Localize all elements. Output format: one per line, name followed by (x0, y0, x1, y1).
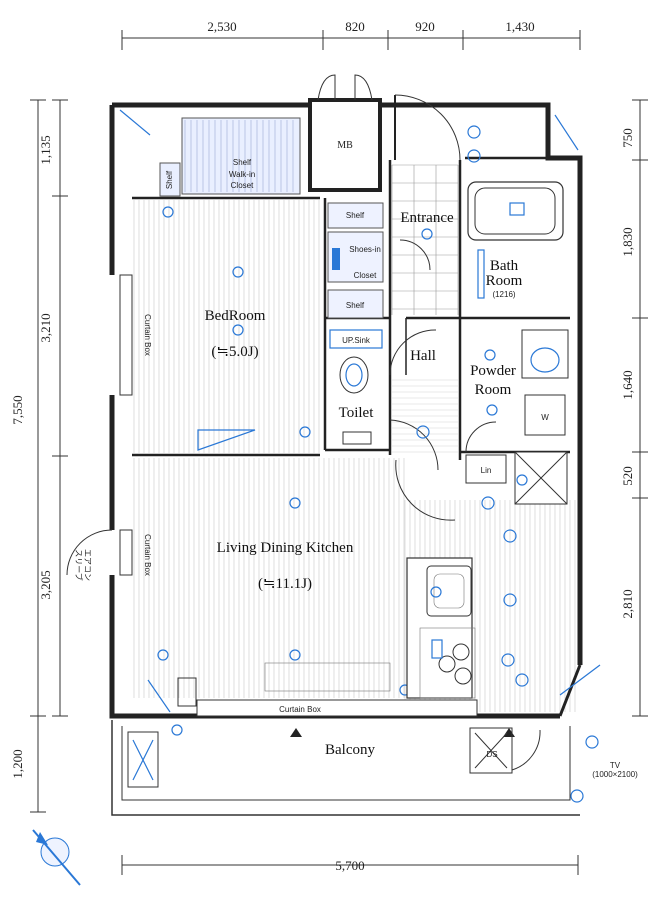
dim-right-1: 750 (620, 128, 635, 148)
dim-right-2: 1,830 (620, 227, 635, 256)
shelf-label-4: Shelf (346, 301, 365, 310)
ldk-size: (≒11.1J) (258, 576, 312, 592)
aircon-note: エアコンスリーブ (74, 549, 92, 581)
dim-left-2: 3,210 (38, 313, 53, 342)
hall: Hall (389, 318, 456, 521)
dim-right-3: 1,640 (620, 370, 635, 399)
outlet-note: TV(1000×2100) (592, 761, 638, 779)
ds-label: DS (486, 750, 497, 759)
dim-top-1: 2,530 (207, 19, 236, 34)
powder-label-1: Powder (470, 363, 516, 379)
dim-top-2: 820 (345, 19, 365, 34)
dim-left-balcony: 1,200 (10, 749, 25, 778)
up-sink-label: UP.Sink (342, 336, 371, 345)
walk-in-closet: Shelf Walk-in Closet Shelf (159, 117, 301, 197)
toilet-label: Toilet (339, 405, 375, 421)
mb-label: MB (337, 140, 353, 151)
curtain-box-bottom-label: Curtain Box (279, 705, 321, 714)
lin-label: Lin (481, 466, 492, 475)
living-dining-kitchen: Living Dining Kitchen (≒11.1J) Curtain B… (66, 496, 529, 707)
bedroom-label: BedRoom (205, 308, 266, 324)
ds-shaft (514, 451, 568, 505)
balcony-label: Balcony (325, 742, 375, 758)
curtain-box-left-2: Curtain Box (143, 534, 152, 576)
bath-label-1: Bath (490, 258, 519, 274)
dim-bottom: 5,700 (335, 858, 364, 873)
bath-label-2: Room (486, 273, 523, 289)
washer-label: W (541, 413, 549, 422)
powder-label-2: Room (475, 382, 512, 398)
hall-label: Hall (410, 348, 436, 364)
powder-room: Powder Room W Lin (465, 329, 569, 484)
mb-closet: MB (308, 74, 382, 192)
interior-walls (132, 156, 570, 460)
bottom-dimension-line: 5,700 (121, 855, 579, 875)
dim-top-4: 1,430 (505, 19, 534, 34)
compass-icon (32, 829, 81, 886)
bath-room: Bath Room (1216) (467, 125, 564, 299)
top-dimension-line: 2,530 820 920 1,430 (121, 19, 581, 50)
dim-right-5: 2,810 (620, 589, 635, 618)
shelf-label-3: Shelf (346, 211, 365, 220)
bedroom: BedRoom (≒5.0J) Curtain Box (119, 206, 311, 451)
dim-right-4: 520 (620, 466, 635, 486)
curtain-box-left-1: Curtain Box (143, 314, 152, 356)
entrance-label: Entrance (400, 210, 454, 226)
bath-size: (1216) (492, 290, 515, 299)
ldk-label: Living Dining Kitchen (217, 540, 354, 556)
dim-left-1: 1,135 (38, 135, 53, 164)
bedroom-size: (≒5.0J) (211, 344, 258, 360)
shoes-label-2: Closet (354, 271, 377, 280)
walkin-shelf-label: Shelf (233, 158, 252, 167)
entrance: Entrance (391, 94, 461, 315)
walkin-label: Walk-in (229, 170, 255, 179)
dim-top-3: 920 (415, 19, 435, 34)
closet-label: Closet (231, 181, 254, 190)
dim-left-total: 7,550 (10, 395, 25, 424)
toilet-room: UP.Sink Toilet (329, 329, 383, 445)
balcony: Balcony DS TV(1000×2100) (111, 720, 638, 816)
left-dimension-lines: 7,550 1,200 1,135 3,210 3,205 (10, 99, 68, 813)
right-dimension-line: 750 1,830 1,640 520 2,810 (620, 99, 648, 717)
shoes-label-1: Shoes-in (349, 245, 381, 254)
dim-left-3: 3,205 (38, 570, 53, 599)
shelf-side-label: Shelf (165, 170, 174, 189)
shoes-closet: Shelf Shoes-in Closet Shelf (327, 202, 384, 319)
curtain-box-bottom: Curtain Box (196, 699, 478, 717)
